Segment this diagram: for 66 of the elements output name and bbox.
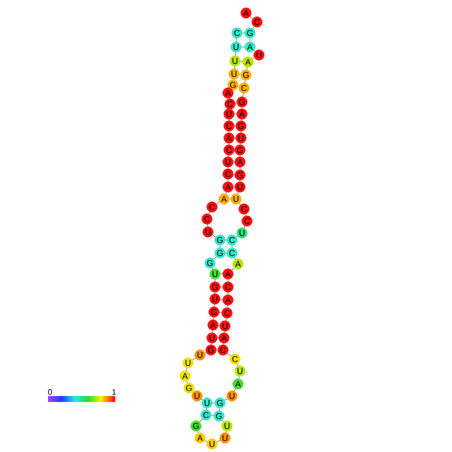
base-pair-line — [233, 174, 235, 175]
backbone-line — [192, 358, 196, 360]
base-pair-line — [212, 402, 215, 404]
base-pair-line — [235, 102, 237, 104]
backbone-line — [197, 430, 199, 434]
backbone-line — [216, 440, 220, 442]
backbone-line — [201, 398, 203, 400]
backbone-line — [232, 268, 234, 270]
backbone-line — [237, 192, 239, 194]
backbone-line — [214, 304, 215, 307]
base-pair-line — [241, 46, 245, 48]
backbone-line — [234, 66, 235, 69]
backbone-line — [214, 279, 216, 282]
base-pair-line — [229, 198, 231, 200]
backbone-line — [186, 380, 188, 384]
base-pair-line — [220, 286, 223, 288]
backbone-line — [236, 236, 238, 238]
backbone-line — [211, 343, 212, 345]
backbone-line — [227, 305, 228, 308]
base-pair-line — [225, 252, 227, 254]
backbone-line — [239, 203, 241, 205]
base-pair-line — [240, 61, 243, 62]
backbone-line — [234, 388, 236, 392]
backbone-line — [212, 234, 216, 238]
backbone-line — [186, 368, 188, 371]
backbone-line — [208, 212, 210, 214]
backbone-line — [216, 202, 220, 204]
backbone-line — [224, 331, 225, 333]
backbone-line — [245, 214, 246, 216]
backbone-line — [244, 80, 246, 83]
scale-label: 1 — [112, 389, 116, 395]
backbone-line — [238, 376, 240, 379]
backbone-line — [236, 38, 237, 42]
backbone-line — [224, 398, 228, 400]
base-pair-line — [233, 186, 235, 188]
base-pair-line — [242, 32, 245, 34]
scale-label: 0 — [48, 389, 52, 395]
backbone-line — [234, 258, 236, 260]
backbone-line — [241, 119, 242, 121]
backbone-line — [228, 155, 229, 157]
backbone-line — [252, 26, 254, 29]
backbone-line — [235, 52, 236, 56]
backbone-line — [223, 343, 224, 345]
backbone-line — [214, 256, 216, 260]
base-pair-line — [219, 312, 222, 313]
backbone-line — [252, 58, 255, 60]
backbone-line — [250, 16, 254, 19]
backbone-line — [236, 364, 238, 366]
backbone-line — [213, 317, 214, 320]
backbone-line — [244, 226, 246, 228]
base-pair-line — [211, 415, 214, 416]
backbone-line — [222, 420, 224, 422]
backbone-line — [240, 143, 241, 145]
backbone-line — [199, 418, 203, 422]
base-pair-line — [220, 299, 223, 300]
backbone-line — [207, 224, 208, 227]
backbone-line — [227, 353, 231, 356]
backbone-line — [242, 93, 244, 97]
backbone-line — [212, 330, 213, 333]
base-pair-line — [218, 325, 220, 326]
backbone-line — [206, 408, 207, 410]
backbone-line — [204, 440, 208, 442]
backbone-line — [219, 408, 220, 411]
base-pair-line — [239, 74, 241, 75]
backbone-line — [225, 192, 227, 194]
backbone-line — [246, 67, 248, 70]
